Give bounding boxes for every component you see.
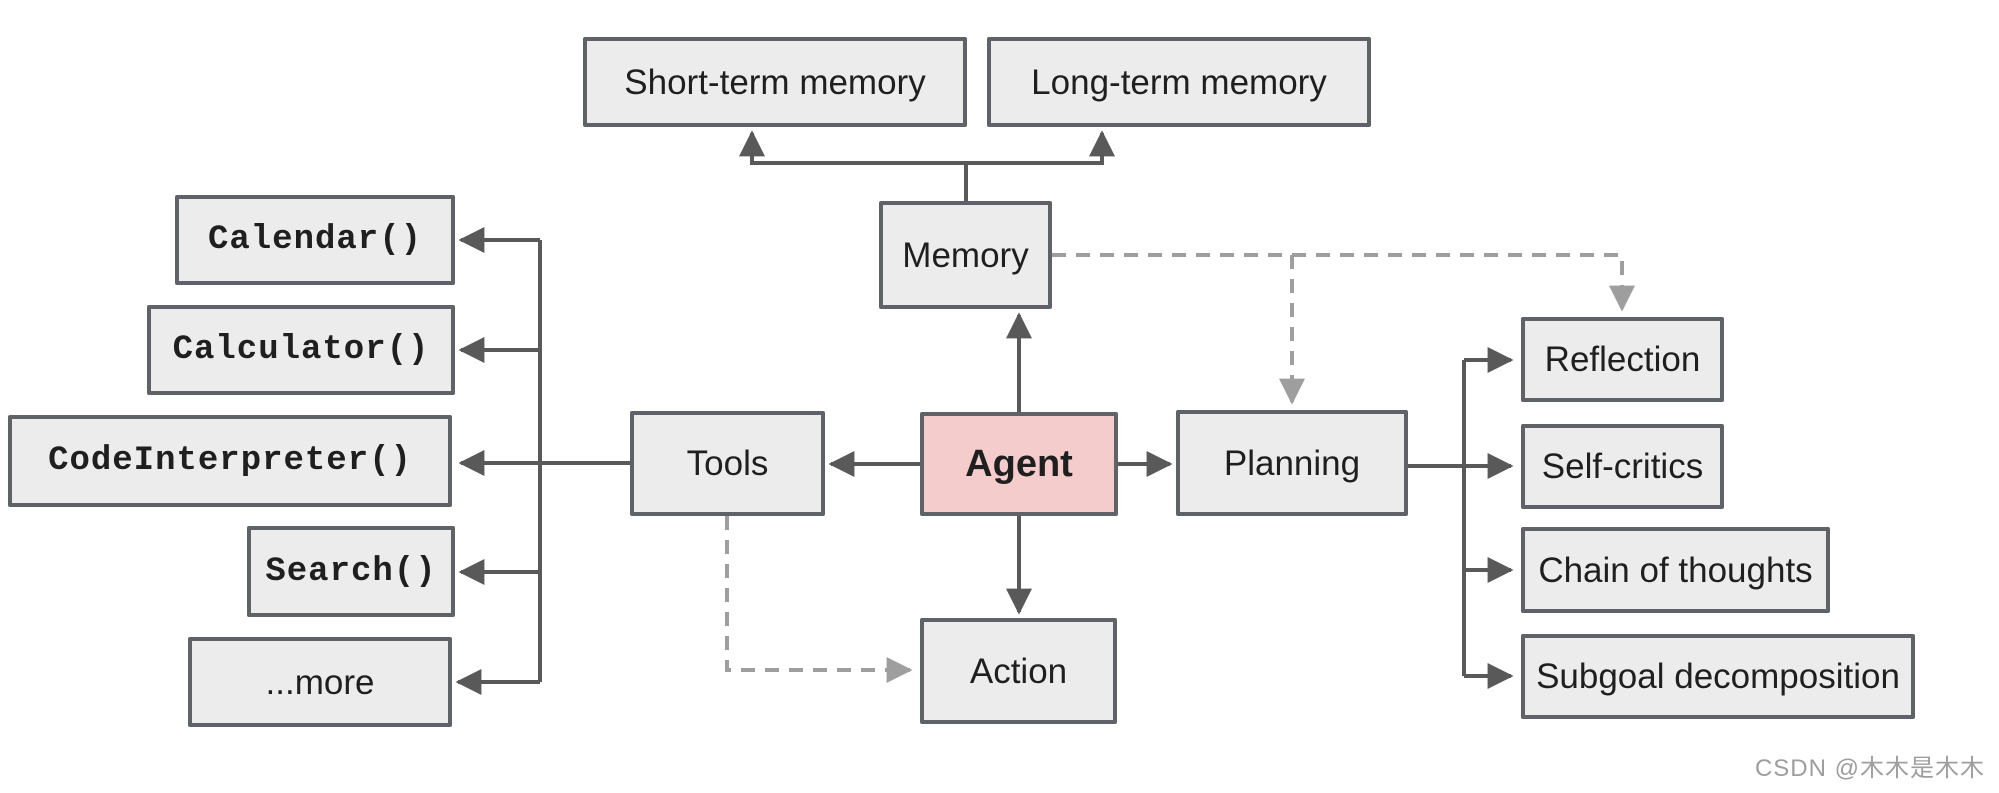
node-short-term-memory: Short-term memory bbox=[583, 37, 967, 127]
node-reflection: Reflection bbox=[1521, 317, 1724, 402]
node-code-interpreter: CodeInterpreter() bbox=[8, 415, 452, 507]
node-action: Action bbox=[920, 618, 1117, 724]
node-long-term-memory: Long-term memory bbox=[987, 37, 1371, 127]
node-calculator: Calculator() bbox=[147, 305, 455, 395]
node-more: ...more bbox=[188, 637, 452, 727]
edge-dashed-tools-to-action bbox=[725, 516, 913, 683]
node-tools: Tools bbox=[630, 411, 825, 516]
node-chain-of-thoughts: Chain of thoughts bbox=[1521, 527, 1830, 613]
node-self-critics: Self-critics bbox=[1521, 424, 1724, 509]
node-search: Search() bbox=[247, 526, 455, 617]
node-agent: Agent bbox=[920, 412, 1118, 516]
node-calendar: Calendar() bbox=[175, 195, 455, 285]
node-memory: Memory bbox=[879, 201, 1052, 309]
node-subgoal-decomposition: Subgoal decomposition bbox=[1521, 634, 1915, 719]
node-planning: Planning bbox=[1176, 410, 1408, 516]
csdn-watermark: CSDN @木木是木木 bbox=[1754, 755, 1985, 782]
edge-dashed-memory-to-reflection bbox=[1052, 253, 1635, 312]
